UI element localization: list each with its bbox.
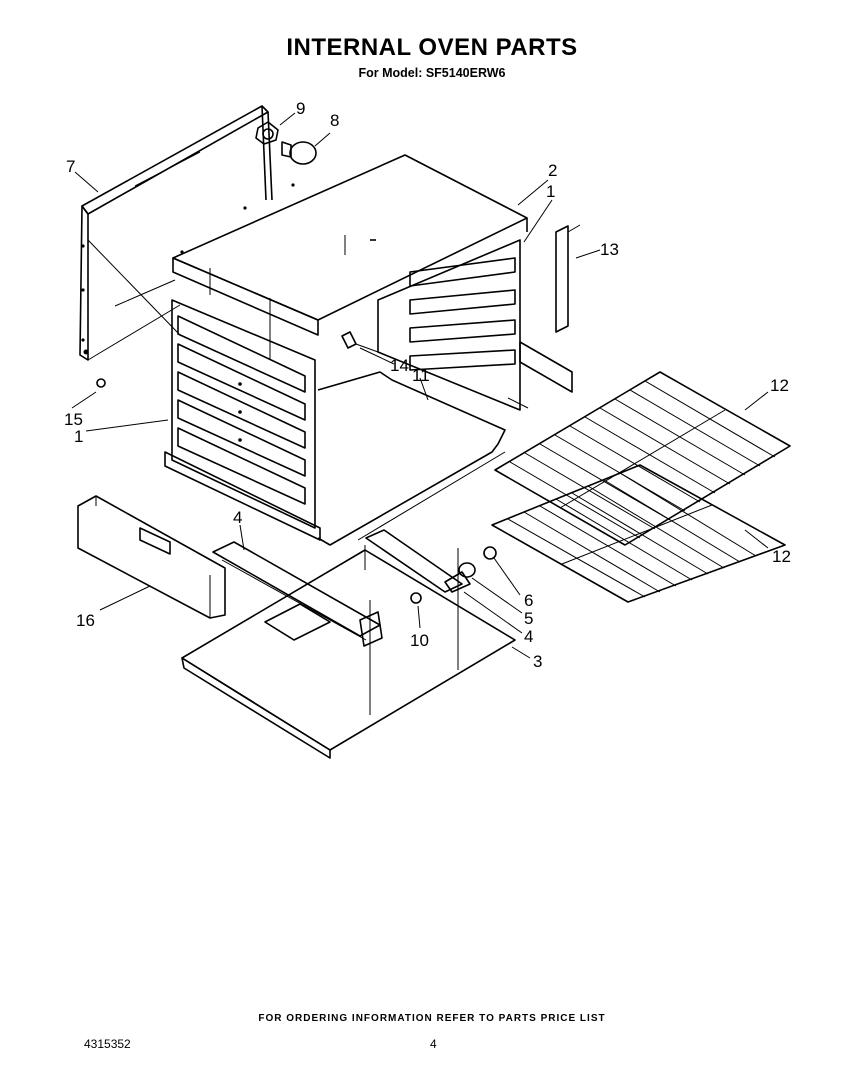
bracket-part-14 [341,331,379,353]
oven-rack-upper-part-12 [494,371,791,546]
callout-4-left: 4 [233,508,242,527]
strip-part-13 [555,224,581,333]
callout-14: 14 [390,356,409,375]
callout-11: 11 [412,366,430,385]
hinge-part-5 [444,571,471,593]
lamp-socket-part-9 [255,121,279,145]
screw-part-15 [96,378,106,388]
callout-2: 2 [548,161,557,180]
callout-1-left: 1 [74,427,83,446]
slide-rail-right-part-4 [365,529,463,593]
light-bulb-part-8 [281,141,317,165]
model-subtitle: For Model: SF5140ERW6 [358,66,506,80]
callout-10: 10 [410,631,429,650]
page-title: INTERNAL OVEN PARTS [286,34,578,61]
oven-bottom-part-11 [317,371,506,546]
callout-4-right: 4 [524,627,533,646]
page-number: 4 [430,1037,437,1051]
left-side-panel-part-1 [114,279,321,541]
oven-top-part-2 [172,154,528,360]
ordering-note: FOR ORDERING INFORMATION REFER TO PARTS … [258,1013,606,1024]
leader-lines [71,112,769,659]
right-side-panel-part-1 [377,239,573,411]
callout-12-lower: 12 [772,547,791,566]
callout-7: 7 [66,157,75,176]
oven-rack-lower-part-12 [491,464,786,603]
callout-15: 15 [64,410,83,429]
callout-12-upper: 12 [770,376,789,395]
callout-6: 6 [524,591,533,610]
slide-rail-part-4 [212,541,383,647]
bottom-panel-part-3 [181,548,516,759]
back-panel-part-7 [79,105,273,361]
callout-16: 16 [76,611,95,630]
callout-1-right: 1 [546,182,555,201]
document-number: 4315352 [84,1037,131,1051]
callout-9: 9 [296,99,305,118]
callout-5: 5 [524,609,533,628]
washer-part-6 [458,546,497,578]
trim-part-16 [77,495,226,619]
screw-part-10 [410,592,422,604]
callout-13: 13 [600,240,619,259]
callout-3: 3 [533,652,542,671]
callout-8: 8 [330,111,339,130]
